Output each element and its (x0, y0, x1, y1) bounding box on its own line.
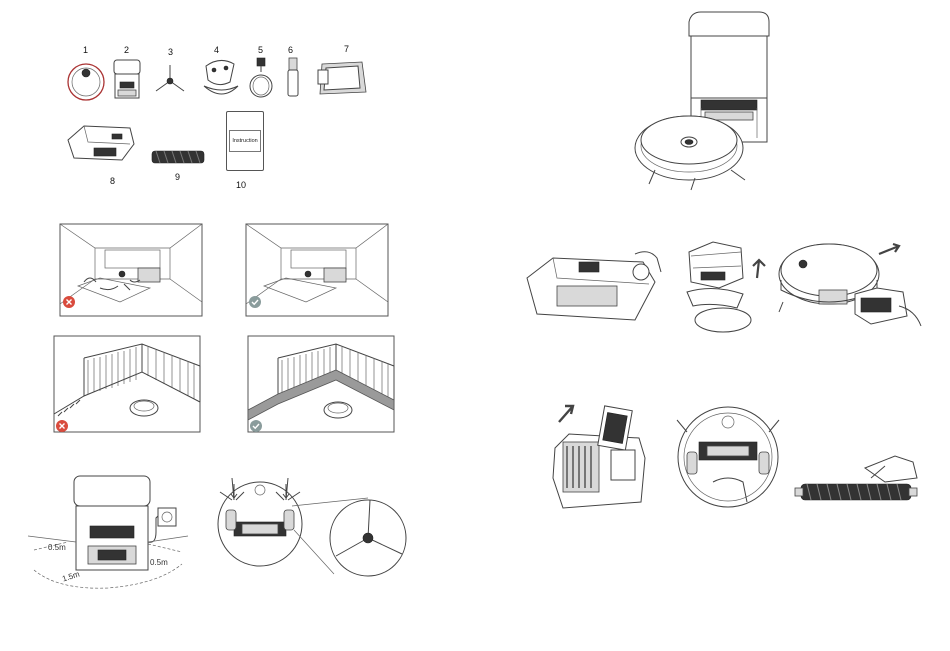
part-number-4: 4 (214, 45, 219, 55)
part-number-8: 8 (110, 176, 115, 186)
main-brush-icon (150, 146, 206, 168)
dustbin-filter-removal-illustration (549, 398, 659, 518)
part-number-5: 5 (258, 45, 263, 55)
robot-top-view-icon (66, 62, 106, 102)
part-number-3: 3 (168, 47, 173, 57)
instruction-manual-label: Instruction (229, 130, 261, 152)
room-tidy-correct-illustration (246, 224, 388, 316)
dock-placement-diagram (28, 472, 188, 592)
part-number-9: 9 (175, 172, 180, 182)
part-number-10: 10 (236, 180, 246, 190)
power-cord-icon (246, 56, 276, 100)
water-tank-removal-illustration (523, 248, 663, 328)
distance-label-right: 0.5m (150, 558, 168, 567)
water-tank-icon (64, 122, 138, 166)
part-number-6: 6 (288, 45, 293, 55)
part-number-7: 7 (344, 44, 349, 54)
side-brush-installation-diagram (210, 470, 410, 596)
robot-underside-illustration (673, 402, 783, 512)
stairs-with-barrier-correct-illustration (248, 336, 394, 432)
main-brush-cleaning-illustration (795, 448, 925, 518)
instruction-manual: Instruction (226, 111, 264, 171)
mop-bracket-icon (200, 56, 240, 102)
check-icon (249, 296, 261, 308)
side-brush-icon (153, 64, 187, 98)
left-page: 1 2 3 4 5 6 7 8 9 10 (0, 0, 475, 651)
robot-and-dock-illustration (635, 8, 775, 198)
robot-docking-illustration (775, 240, 925, 336)
cleaning-tool-icon (286, 56, 300, 100)
cross-icon (56, 420, 68, 432)
cross-icon (63, 296, 75, 308)
right-page (475, 0, 950, 651)
mop-pad-installation-illustration (683, 238, 773, 338)
stairs-no-barrier-wrong-illustration (54, 336, 200, 432)
room-clutter-wrong-illustration (60, 224, 202, 316)
dust-bag-icon (314, 56, 370, 100)
part-number-1: 1 (83, 45, 88, 55)
dock-station-icon (112, 58, 142, 102)
distance-label-left: 0.5m (48, 543, 66, 552)
check-icon (250, 420, 262, 432)
part-number-2: 2 (124, 45, 129, 55)
